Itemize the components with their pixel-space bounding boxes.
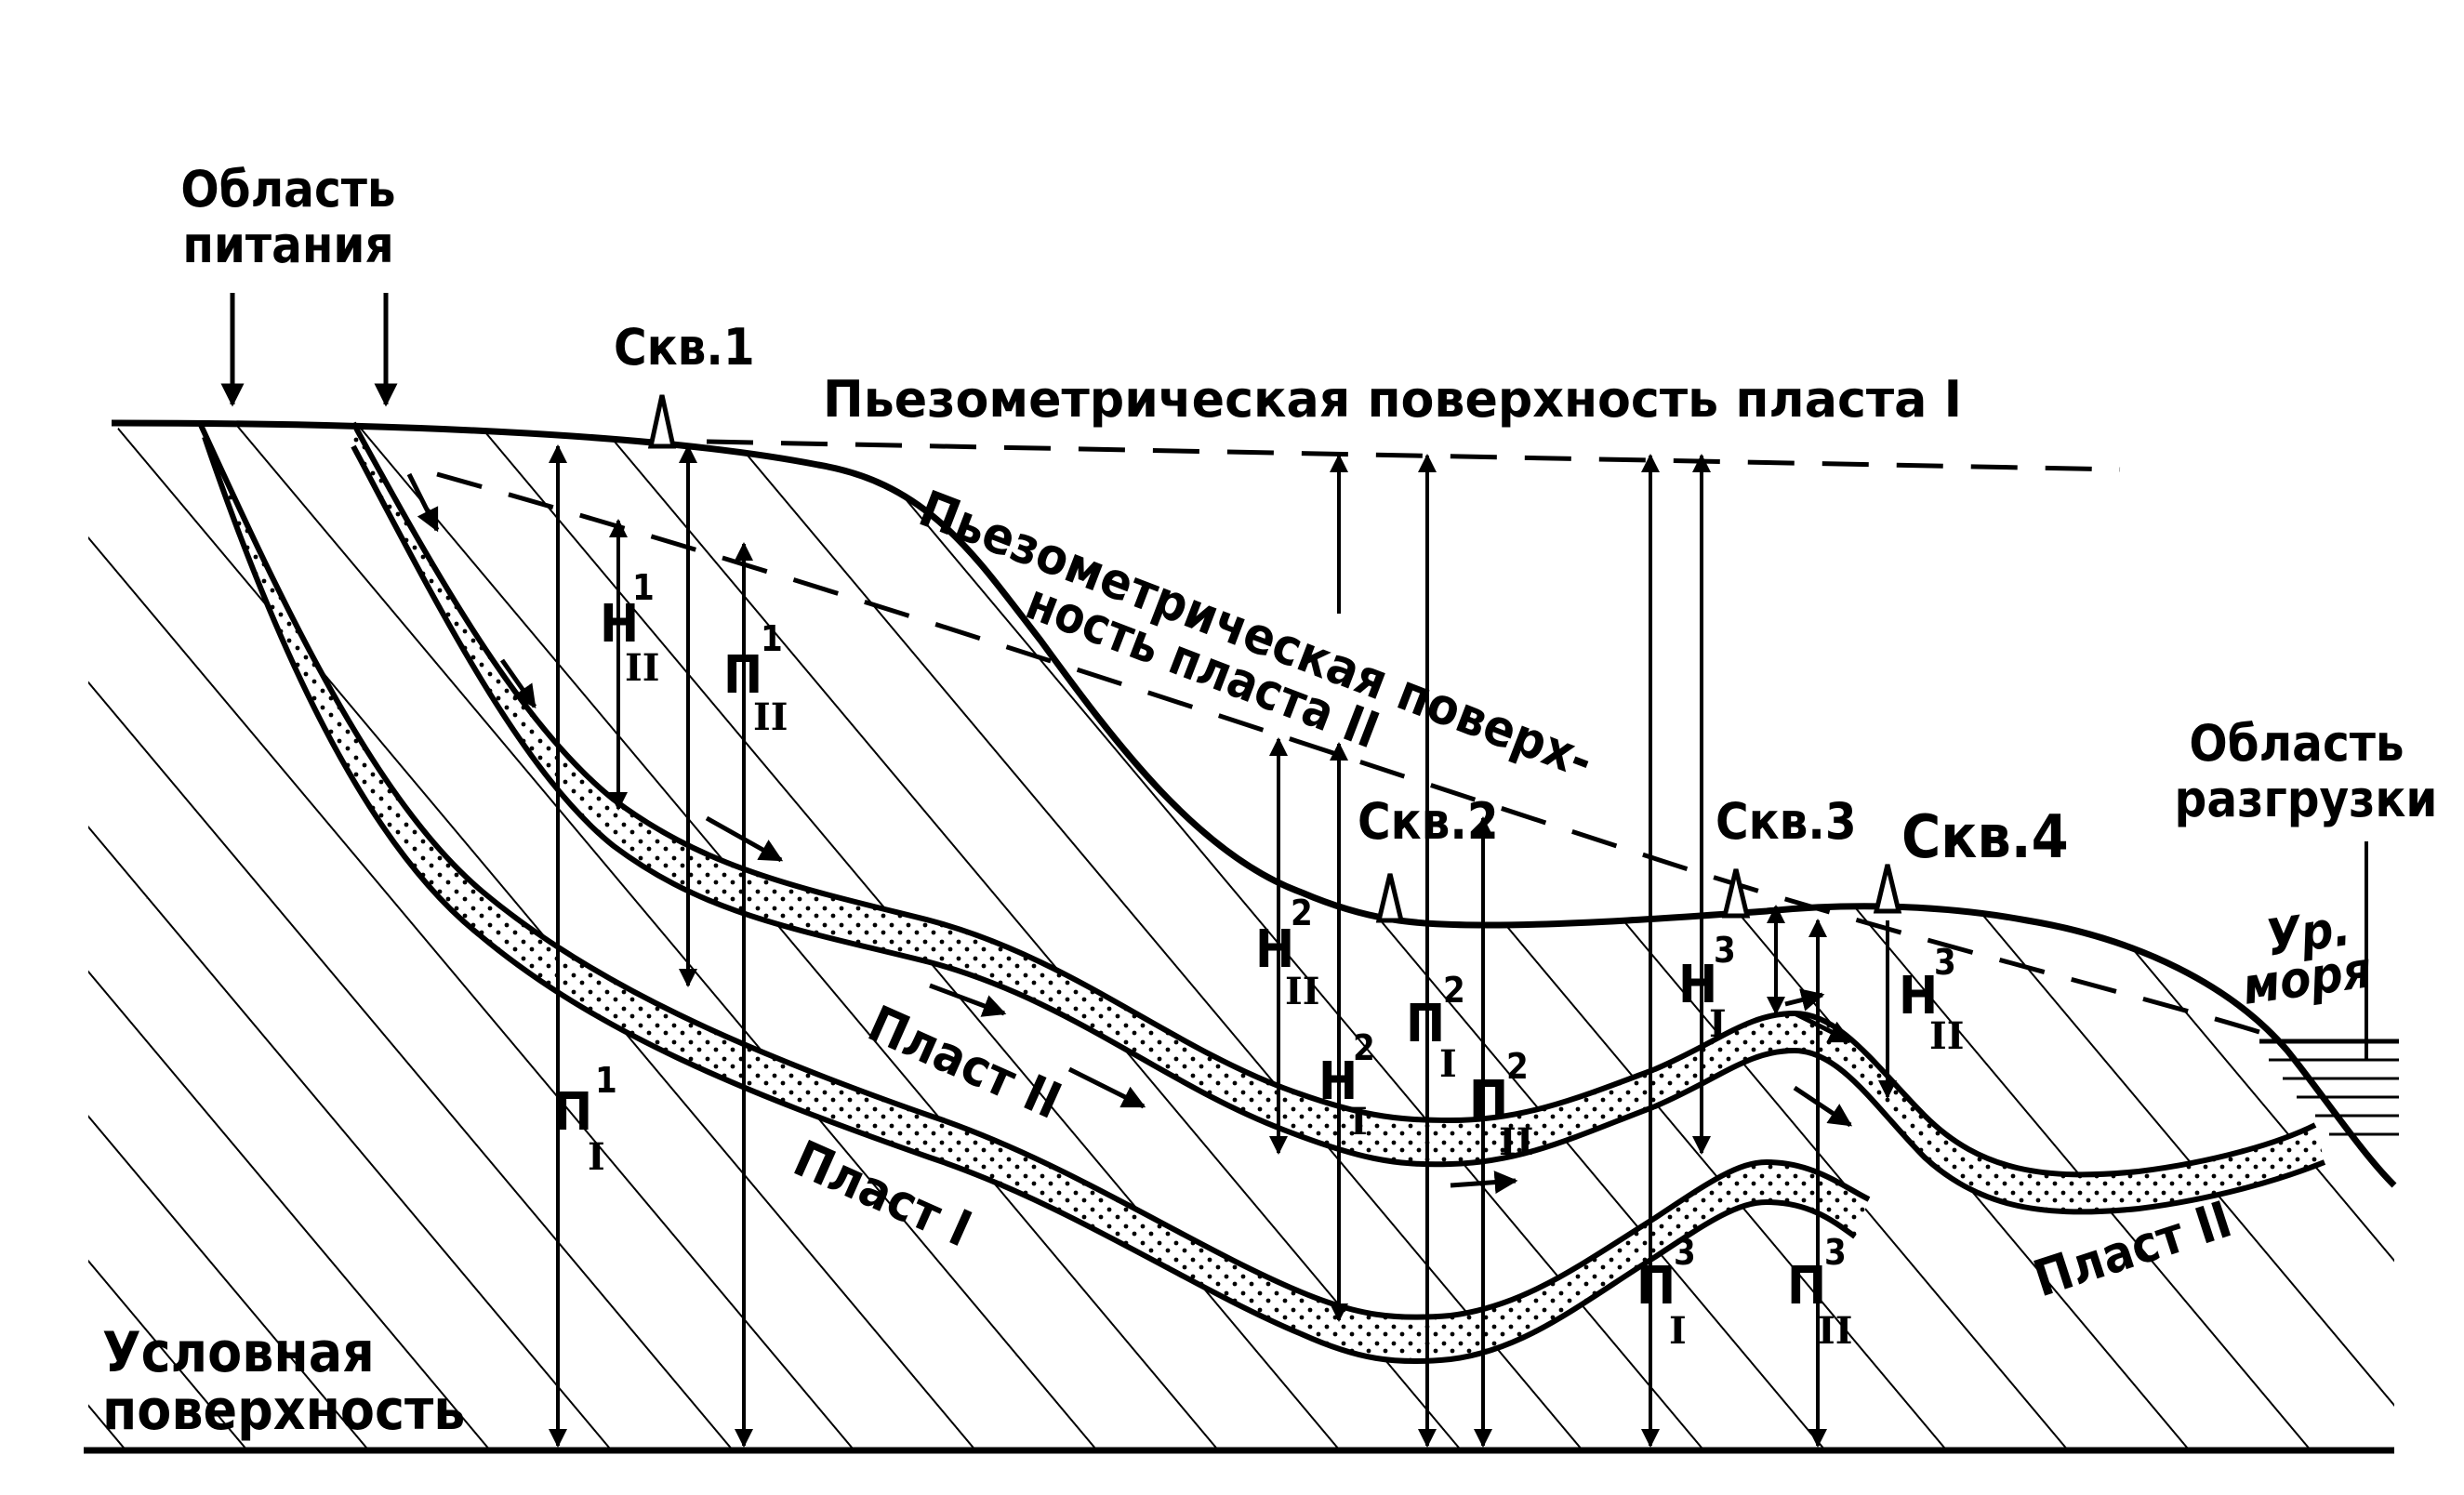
- symbol-base: П: [1636, 1256, 1676, 1316]
- well-1-label: Скв.1: [614, 318, 755, 377]
- well-4-label: Скв.4: [1901, 803, 2069, 872]
- symbol-P-I-1: П 1 I: [553, 1060, 617, 1179]
- well-3-icon: [1721, 868, 1751, 919]
- symbol-P-II-2: П 2 II: [1469, 1046, 1533, 1164]
- symbol-sub: I: [1350, 1100, 1368, 1144]
- symbol-sup: 2: [1291, 893, 1313, 933]
- symbol-sup: 1: [632, 567, 655, 608]
- symbol-base: H: [1318, 1052, 1358, 1112]
- symbol-sub: II: [1818, 1309, 1852, 1353]
- symbol-sub: II: [1285, 970, 1319, 1013]
- aquifer-layer-1: [197, 421, 1871, 1365]
- piezometric-surface-1-label: Пьезометрическая поверхность пласта I: [823, 370, 1962, 429]
- symbol-base: П: [1787, 1256, 1826, 1316]
- symbol-sup: 3: [1934, 942, 1956, 983]
- piezometric-surface-2: [436, 471, 2260, 1035]
- symbol-sub: II: [753, 695, 788, 739]
- discharge-area-line-1: Область: [2189, 714, 2404, 773]
- symbol-H-II-1: H 1 II: [600, 567, 659, 690]
- well-2-label: Скв.2: [1358, 792, 1499, 851]
- symbol-sup: 2: [1506, 1046, 1529, 1087]
- symbol-base: П: [1406, 994, 1445, 1054]
- symbol-sub: II: [1499, 1120, 1533, 1164]
- recharge-area-line-2: питания: [182, 216, 393, 274]
- symbol-base: П: [1469, 1070, 1508, 1131]
- recharge-arrows: [220, 293, 398, 407]
- symbol-P-II-3: П 3 II: [1787, 1232, 1852, 1353]
- recharge-area-line-1: Область: [180, 160, 395, 218]
- wells: [647, 394, 1902, 923]
- datum-label: Условная поверхность: [102, 1320, 465, 1443]
- symbol-base: H: [1899, 966, 1938, 1026]
- aquifer-layer-2: [351, 421, 2326, 1215]
- symbol-sub: I: [1669, 1309, 1687, 1353]
- well-3-label: Скв.3: [1716, 792, 1857, 851]
- piezometric-surface-1: [706, 439, 2121, 472]
- symbol-H-II-3: H 3 II: [1899, 942, 1964, 1058]
- symbol-sub: II: [1929, 1014, 1964, 1058]
- sea-level-line-1: Ур.: [2262, 898, 2354, 968]
- symbol-base: H: [1678, 955, 1717, 1015]
- symbol-H-II-2: H 2 II: [1255, 893, 1319, 1013]
- symbol-P-I-2: П 2 I: [1406, 970, 1465, 1086]
- symbol-H-I-2: H 2 I: [1318, 1027, 1375, 1144]
- symbol-sup: 3: [1674, 1232, 1696, 1273]
- symbol-H-I-3: H 3 I: [1678, 930, 1736, 1046]
- discharge-area-line-2: разгрузки: [2175, 770, 2438, 828]
- discharge-area-label: Область разгрузки: [2175, 714, 2438, 828]
- symbol-sup: 1: [595, 1060, 617, 1101]
- symbol-P-I-3: П 3 I: [1636, 1232, 1696, 1353]
- symbol-sup: 3: [1714, 930, 1736, 971]
- symbol-sup: 2: [1353, 1027, 1375, 1068]
- datum-line-1: Условная: [102, 1320, 375, 1385]
- datum-line-2: поверхность: [102, 1378, 465, 1443]
- symbol-sub: I: [1709, 1002, 1727, 1046]
- sea-level-label: Ур. моря: [2239, 898, 2375, 1016]
- symbol-sup: 3: [1824, 1232, 1847, 1273]
- symbol-P-II-1: П 1 II: [723, 618, 788, 739]
- symbol-sup: 2: [1443, 970, 1465, 1011]
- well-1-icon: [647, 394, 677, 449]
- symbol-sub: I: [588, 1135, 605, 1179]
- symbol-sup: 1: [761, 618, 783, 659]
- symbol-base: H: [1255, 919, 1294, 980]
- sea: [2259, 841, 2399, 1136]
- well-4-icon: [1873, 864, 1902, 914]
- sea-level-line-2: моря: [2239, 940, 2375, 1016]
- symbol-sub: II: [625, 646, 659, 690]
- well-2-icon: [1375, 873, 1405, 923]
- symbol-base: П: [553, 1082, 592, 1143]
- recharge-area-label: Область питания: [180, 160, 395, 274]
- measurement-arrows: [549, 444, 1897, 1448]
- symbol-sub: I: [1439, 1042, 1457, 1086]
- symbol-base: H: [600, 594, 639, 655]
- symbol-base: П: [723, 645, 762, 706]
